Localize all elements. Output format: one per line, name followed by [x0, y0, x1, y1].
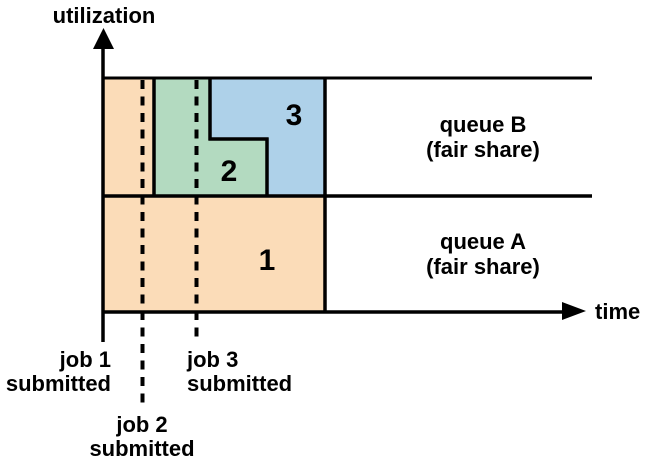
job2-region: [154, 78, 267, 196]
job1-submitted-label: job 1 submitted: [0, 348, 111, 396]
queue-a-label: queue A (fair share): [426, 229, 540, 279]
job2-submitted-line2: submitted: [89, 436, 195, 461]
y-axis-label: utilization: [52, 3, 156, 28]
y-axis-arrow-icon: [93, 28, 114, 49]
job1-submitted-line2: submitted: [5, 371, 111, 396]
queue-a-share-note: (fair share): [426, 254, 540, 279]
job3-submitted-label: job 3 submitted: [187, 348, 292, 396]
job1-submitted-line1: job 1: [59, 347, 111, 372]
job2-submitted-label: job 2 submitted: [89, 413, 194, 461]
job2-submitted-line1: job 2: [116, 412, 168, 437]
queue-b-share-note: (fair share): [426, 137, 540, 162]
job1-queueB-region: [103, 78, 154, 196]
job3-region-number: 3: [285, 99, 303, 132]
job3-region: [210, 78, 325, 196]
queue-b-name: queue B: [439, 112, 527, 137]
job1-region-number: 1: [258, 244, 276, 277]
queue-b-label: queue B (fair share): [426, 112, 540, 162]
job2-region-number: 2: [220, 155, 238, 188]
queue-a-name: queue A: [440, 229, 526, 254]
x-axis-label: time: [595, 299, 641, 324]
job3-submitted-line1: job 3: [187, 347, 239, 372]
x-axis-arrow-icon: [562, 302, 586, 320]
job3-submitted-line2: submitted: [187, 371, 293, 396]
job1-queueA-region: [103, 196, 325, 312]
